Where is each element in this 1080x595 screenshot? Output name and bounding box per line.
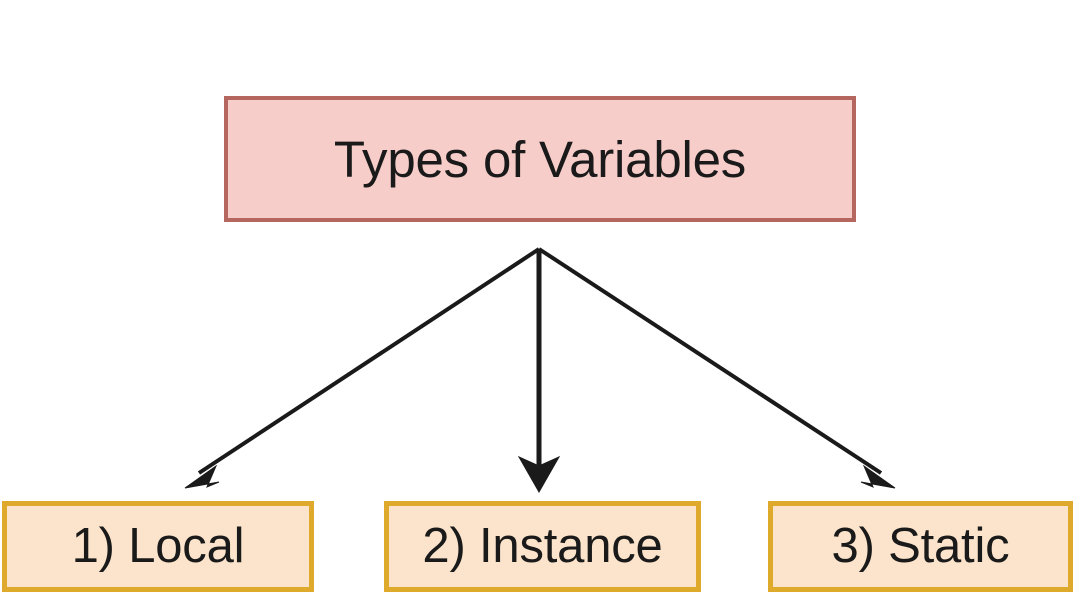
node-local: 1) Local: [2, 501, 314, 592]
node-types-of-variables: Types of Variables: [224, 96, 856, 222]
arrowhead-left-icon: [184, 464, 220, 489]
node-instance: 2) Instance: [384, 501, 701, 592]
arrowhead-middle-icon: [517, 455, 561, 494]
connector-root-to-instance: [517, 249, 561, 494]
node-local-label: 1) Local: [71, 519, 245, 573]
node-root-label: Types of Variables: [333, 130, 747, 188]
connector-root-to-local: [184, 247, 541, 489]
node-static: 3) Static: [768, 501, 1073, 592]
arrowhead-right-icon: [860, 464, 896, 489]
node-instance-label: 2) Instance: [422, 519, 663, 573]
node-static-label: 3) Static: [831, 519, 1010, 573]
connector-root-to-static: [537, 247, 896, 489]
